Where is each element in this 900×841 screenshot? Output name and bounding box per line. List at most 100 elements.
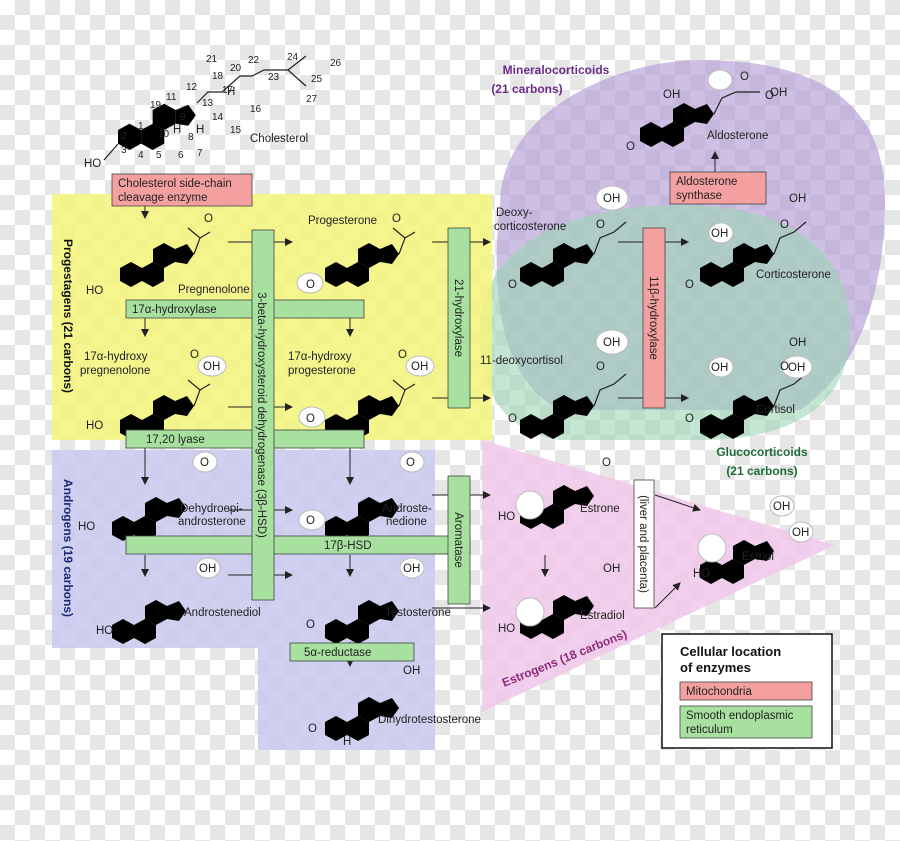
legend-mitochondria-label: Mitochondria bbox=[686, 686, 752, 698]
dhea-name-1: Dehydroepi- bbox=[180, 503, 243, 515]
svg-text:Cholesterol side-chain: Cholesterol side-chain bbox=[118, 178, 232, 190]
dht-h-5: H bbox=[343, 736, 351, 748]
cholesterol-carbon-numbers: 1 2 3 4 5 6 7 8 9 10 11 12 13 14 15 16 1… bbox=[121, 52, 342, 161]
enzyme-side-chain-box: Cholesterol side-chain cleavage enzyme bbox=[111, 173, 253, 207]
hydroxyprogesterone-name-2: progesterone bbox=[288, 365, 356, 377]
hydroxypregnenolone-structure bbox=[120, 379, 211, 439]
svg-text:17: 17 bbox=[222, 85, 234, 96]
svg-text:8: 8 bbox=[188, 132, 194, 143]
estriol-17-oh: OH bbox=[773, 501, 790, 513]
glucocorticoids-carbons: (21 carbons) bbox=[726, 464, 797, 478]
aldosterone-o: O bbox=[626, 141, 635, 153]
pregnenolone-ho: HO bbox=[86, 285, 103, 297]
aldosterone-structure bbox=[640, 91, 760, 147]
svg-text:18: 18 bbox=[212, 71, 224, 82]
cortisol-name: Cortisol bbox=[756, 404, 795, 416]
dht-name: Dihydrotestosterone bbox=[378, 714, 481, 726]
estradiol-name: Estradiol bbox=[580, 610, 625, 622]
enzyme-3b-hsd-box: 3-beta-hydroxysteroid dehydrogenase (3β-… bbox=[251, 229, 275, 601]
hydroxyprogesterone-structure bbox=[325, 379, 416, 439]
svg-text:21-hydroxylase: 21-hydroxylase bbox=[452, 279, 464, 357]
hydroxyprogesterone-o: O bbox=[306, 413, 315, 425]
estradiol-ho: HO bbox=[498, 623, 515, 635]
svg-text:21: 21 bbox=[206, 54, 218, 65]
deoxycorticosterone-name-1: Deoxy- bbox=[496, 207, 533, 219]
svg-text:1: 1 bbox=[138, 121, 144, 132]
aldosterone-name: Aldosterone bbox=[707, 130, 768, 142]
deoxycortisol-structure bbox=[520, 373, 627, 439]
svg-text:17,20 lyase: 17,20 lyase bbox=[146, 434, 205, 446]
reaction-arrows bbox=[141, 151, 719, 667]
svg-text:16: 16 bbox=[250, 104, 262, 115]
molecule-names: Cholesterol Pregnenolone Progesterone De… bbox=[80, 130, 831, 726]
group-highlights bbox=[192, 69, 814, 627]
estriol-16-oh: OH bbox=[792, 527, 809, 539]
cholesterol-structure bbox=[103, 55, 307, 161]
progesterone-20-o: O bbox=[392, 213, 401, 225]
pregnenolone-structure bbox=[120, 227, 211, 287]
testosterone-o: O bbox=[306, 619, 315, 631]
progesterone-name: Progesterone bbox=[308, 215, 377, 227]
hydroxypregnenolone-name-2: pregnenolone bbox=[80, 365, 150, 377]
svg-text:Aldosterone: Aldosterone bbox=[676, 176, 737, 188]
svg-text:17β-HSD: 17β-HSD bbox=[324, 540, 372, 552]
aldosterone-18-o: O bbox=[740, 71, 749, 83]
svg-text:(liver and placenta): (liver and placenta) bbox=[637, 495, 649, 593]
enzyme-21-hydroxylase-box: 21-hydroxylase bbox=[447, 227, 471, 409]
cortisol-structure bbox=[700, 373, 807, 439]
cortisol-17-oh: OH bbox=[788, 362, 805, 374]
enzyme-aldosterone-synthase-box: Aldosterone synthase bbox=[669, 171, 767, 205]
deoxycorticosterone-name-2: corticosterone bbox=[494, 221, 566, 233]
liver-placenta-box: (liver and placenta) bbox=[633, 479, 655, 609]
svg-text:2: 2 bbox=[121, 131, 127, 142]
legend: Cellular location of enzymes Mitochondri… bbox=[661, 633, 833, 749]
progestagens-label: Progestagens (21 carbons) bbox=[61, 239, 75, 393]
deoxycortisol-oh: OH bbox=[603, 337, 620, 349]
svg-text:20: 20 bbox=[230, 63, 242, 74]
svg-text:3-beta-hydroxysteroid dehydrog: 3-beta-hydroxysteroid dehydrogenase (3β-… bbox=[255, 292, 267, 538]
mineralocorticoids-carbons: (21 carbons) bbox=[491, 82, 562, 96]
legend-er-label-2: reticulum bbox=[686, 724, 733, 736]
aldosterone-20-o: O bbox=[765, 90, 774, 102]
svg-text:19: 19 bbox=[150, 100, 162, 111]
glucocorticoids-label: Glucocorticoids bbox=[716, 445, 808, 459]
cholesterol-h-9: H bbox=[173, 124, 181, 136]
estradiol-17-oh: OH bbox=[603, 563, 620, 575]
svg-text:synthase: synthase bbox=[676, 190, 722, 202]
deoxycortisol-o: O bbox=[508, 413, 517, 425]
cholesterol-name: Cholesterol bbox=[250, 133, 308, 145]
dht-17-oh: OH bbox=[403, 665, 420, 677]
legend-title-1: Cellular location bbox=[680, 644, 781, 659]
dhea-o: O bbox=[200, 457, 209, 469]
progesterone-structure bbox=[325, 227, 416, 287]
androstenediol-17-oh: OH bbox=[199, 563, 216, 575]
pregnenolone-name: Pregnenolone bbox=[178, 284, 250, 296]
testosterone-name: Testosterone bbox=[385, 607, 451, 619]
corticosterone-structure bbox=[700, 221, 807, 287]
svg-text:5: 5 bbox=[156, 150, 162, 161]
estriol-name: Estriol bbox=[742, 551, 774, 563]
legend-title-2: of enzymes bbox=[680, 660, 751, 675]
svg-text:3: 3 bbox=[121, 145, 127, 156]
estrone-name: Estrone bbox=[580, 503, 620, 515]
hydroxypregnenolone-17-oh: OH bbox=[203, 361, 220, 373]
hydroxyprogesterone-17-oh: OH bbox=[411, 361, 428, 373]
svg-text:26: 26 bbox=[330, 58, 342, 69]
legend-er-swatch bbox=[679, 705, 813, 739]
enzyme-aromatase-box: Aromatase bbox=[447, 475, 471, 605]
enzyme-5a-reductase-box: 5α-reductase bbox=[289, 642, 415, 662]
estrone-ho: HO bbox=[498, 511, 515, 523]
svg-text:cleavage enzyme: cleavage enzyme bbox=[118, 192, 208, 204]
atom-labels: HO HO HO HO HO HO HO HO O O O O O O O O … bbox=[78, 71, 809, 748]
mineralocorticoids-label: Mineralocorticoids bbox=[503, 63, 610, 77]
estrone-17-o: O bbox=[602, 457, 611, 469]
svg-text:13: 13 bbox=[202, 98, 214, 109]
estrogen-region bbox=[482, 440, 835, 712]
cholesterol-h-20: H bbox=[227, 86, 235, 98]
svg-text:27: 27 bbox=[306, 94, 318, 105]
pregnenolone-20-o: O bbox=[204, 213, 213, 225]
svg-text:6: 6 bbox=[178, 150, 184, 161]
deoxycorticosterone-structure bbox=[520, 221, 627, 287]
cholesterol-h-14: H bbox=[196, 124, 204, 136]
